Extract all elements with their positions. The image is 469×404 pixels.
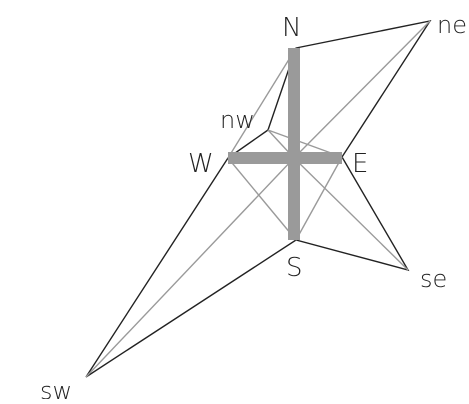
- inner-lines: [86, 21, 430, 377]
- line-w-s: [228, 158, 296, 240]
- label-e: E: [352, 149, 368, 179]
- label-ne: ne: [437, 11, 467, 39]
- label-nw: nw: [220, 106, 255, 134]
- line-w-n: [228, 48, 296, 158]
- line-center-sw: [86, 158, 294, 377]
- label-s: S: [286, 253, 303, 283]
- label-n: N: [282, 13, 301, 43]
- cross-arms: [228, 48, 342, 240]
- label-sw: sw: [40, 377, 72, 399]
- label-se: se: [420, 265, 447, 293]
- label-w: W: [188, 149, 214, 179]
- line-center-ne: [294, 21, 430, 158]
